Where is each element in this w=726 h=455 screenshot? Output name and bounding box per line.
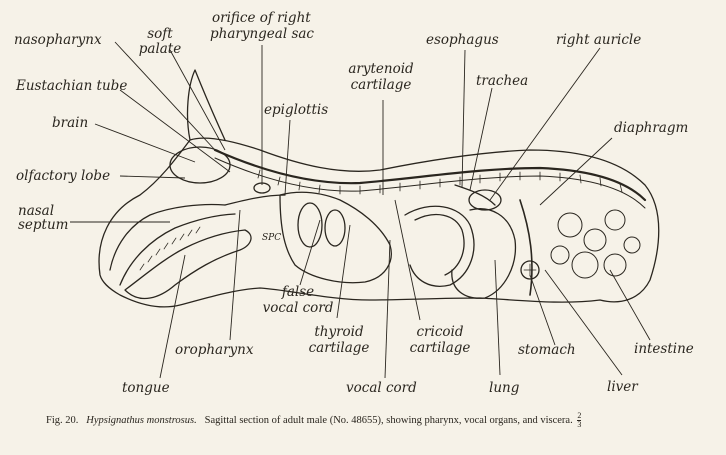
label-epiglottis: epiglottis bbox=[264, 102, 329, 118]
trachea-shape bbox=[404, 205, 475, 287]
spine bbox=[213, 148, 647, 202]
caption-text: Sagittal section of adult male (No. 4865… bbox=[204, 414, 573, 426]
label-soft-palate-line2: palate bbox=[138, 41, 182, 57]
label-arytenoid-line1: arytenoid bbox=[348, 61, 414, 77]
label-lung: lung bbox=[489, 380, 520, 396]
nasal-septum-shape bbox=[109, 203, 226, 271]
label-cricoid-line2: cartilage bbox=[409, 340, 471, 356]
auricle-shape bbox=[468, 189, 502, 211]
label-arytenoid-line2: cartilage bbox=[350, 77, 412, 93]
lung-shape bbox=[451, 208, 517, 299]
label-soft-palate-line1: soft bbox=[147, 26, 173, 42]
body-outline bbox=[98, 137, 660, 308]
caption-figure-number: Fig. 20. bbox=[46, 414, 79, 426]
label-intestine: intestine bbox=[634, 341, 694, 357]
label-diaphragm: diaphragm bbox=[614, 120, 689, 136]
label-right-auricle: right auricle bbox=[556, 32, 642, 48]
label-brain: brain bbox=[52, 115, 89, 131]
label-orifice-line2: pharyngeal sac bbox=[210, 26, 314, 42]
label-olfactory-lobe: olfactory lobe bbox=[16, 168, 111, 184]
label-thyroid-line2: cartilage bbox=[308, 340, 370, 356]
intestine-shape bbox=[550, 209, 641, 279]
figure-caption: Fig. 20. Hypsignathus monstrosus. Sagitt… bbox=[46, 412, 706, 429]
larynx-shape bbox=[279, 191, 392, 284]
label-cricoid-line1: cricoid bbox=[416, 324, 464, 340]
label-orifice-line1: orifice of right bbox=[212, 10, 311, 26]
esophagus-shape bbox=[454, 184, 496, 206]
label-liver: liver bbox=[607, 379, 638, 395]
label-thyroid-line1: thyroid bbox=[314, 324, 364, 340]
label-nasal-line1: nasal bbox=[18, 203, 55, 219]
caption-scale-numerator: 2 bbox=[577, 411, 582, 421]
label-tongue: tongue bbox=[122, 380, 170, 396]
label-vocal-cord: vocal cord bbox=[346, 380, 417, 396]
ear-outline bbox=[186, 69, 226, 141]
brain-shape bbox=[169, 146, 231, 184]
tongue-shape bbox=[124, 229, 252, 300]
label-eustachian-tube: Eustachian tube bbox=[16, 78, 128, 94]
caption-scale-denominator: 3 bbox=[577, 420, 582, 429]
label-false-vocal-line1: false bbox=[281, 284, 315, 300]
label-nasal-line2: septum bbox=[18, 217, 69, 233]
label-false-vocal-line2: vocal cord bbox=[262, 300, 334, 316]
label-esophagus: esophagus bbox=[426, 32, 499, 48]
label-trachea: trachea bbox=[476, 73, 529, 89]
label-nasopharynx: nasopharynx bbox=[14, 32, 102, 48]
caption-species: Hypsignathus monstrosus. bbox=[86, 414, 197, 426]
artist-signature: SPC bbox=[262, 233, 281, 243]
label-oropharynx: oropharynx bbox=[175, 342, 254, 358]
diaphragm-shape bbox=[519, 199, 533, 296]
stomach-marker bbox=[520, 260, 540, 280]
label-stomach: stomach bbox=[518, 342, 576, 358]
